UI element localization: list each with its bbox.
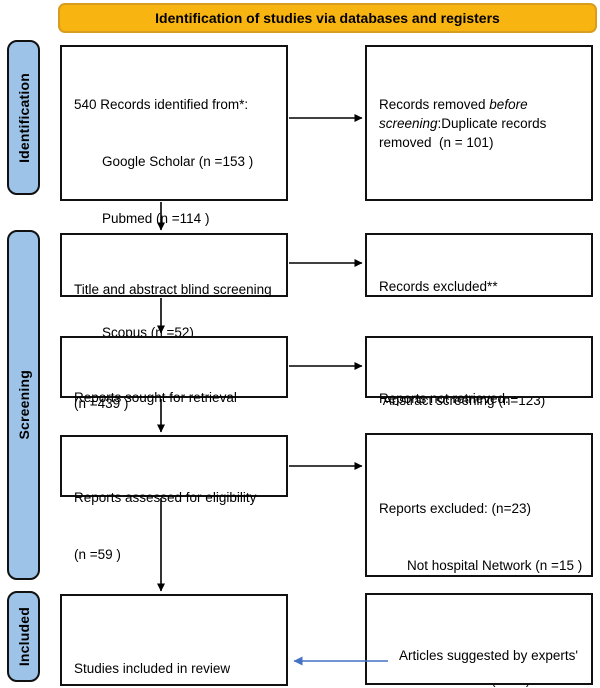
header-title: Identification of studies via databases … <box>155 10 500 26</box>
reports-assessed-line: (n =59 ) <box>74 547 121 562</box>
articles-suggested-line: Articles suggested by experts' <box>399 648 578 663</box>
records-removed-text: Records removed before screening:Duplica… <box>379 95 565 152</box>
reports-excluded-title: Reports excluded: (n=23) <box>379 501 531 516</box>
records-excluded-box: Records excluded** Title screening (n=25… <box>365 233 593 408</box>
reports-not-retrieved-line: Reports not retrieved. <box>379 391 509 406</box>
reports-not-retrieved-box: Reports not retrieved. (n =2) <box>365 336 593 463</box>
records-removed-italic: before screening <box>379 96 532 131</box>
records-excluded-line: Records excluded** <box>379 279 498 294</box>
records-identified-title: 540 Records identified from*: <box>74 97 249 112</box>
title-abstract-screening-box: Title and abstract blind screening using… <box>60 233 288 411</box>
source-item: Google Scholar (n =153 ) <box>102 154 254 169</box>
stage-identification-label: Identification <box>15 72 32 163</box>
stage-included: Included <box>7 591 40 682</box>
articles-suggested-box: Articles suggested by experts' reviewers… <box>365 593 593 685</box>
reports-sought-box: Reports sought for retrieval (n = 61) <box>60 336 288 462</box>
records-removed-suffix: :Duplicate records removed (n = 101) <box>379 115 551 150</box>
records-identified-box: 540 Records identified from*: Google Sch… <box>60 45 288 454</box>
screening-line: Title and abstract blind screening <box>74 282 272 297</box>
records-removed-prefix: Records removed <box>379 96 490 112</box>
header-banner: Identification of studies via databases … <box>58 3 597 33</box>
exclusion-item: Not hospital Network (n =15 ) <box>407 558 583 573</box>
records-removed-box: Records removed before screening:Duplica… <box>365 45 593 201</box>
reports-sought-line: Reports sought for retrieval <box>74 390 237 405</box>
studies-included-box: Studies included in review (n =37 ) <box>60 594 288 686</box>
stage-screening: Screening <box>7 230 40 580</box>
source-item: Pubmed (n =114 ) <box>102 211 210 226</box>
stage-screening-label: Screening <box>15 370 32 440</box>
reports-excluded-box: Reports excluded: (n=23) Not hospital Ne… <box>365 433 593 687</box>
reports-assessed-line: Reports assessed for eligibility <box>74 490 257 505</box>
reports-assessed-box: Reports assessed for eligibility (n =59 … <box>60 435 288 562</box>
screening-line: (n =439 ) <box>74 396 129 411</box>
stage-identification: Identification <box>7 40 40 195</box>
studies-included-line: Studies included in review <box>74 661 231 676</box>
stage-included-label: Included <box>15 606 32 667</box>
